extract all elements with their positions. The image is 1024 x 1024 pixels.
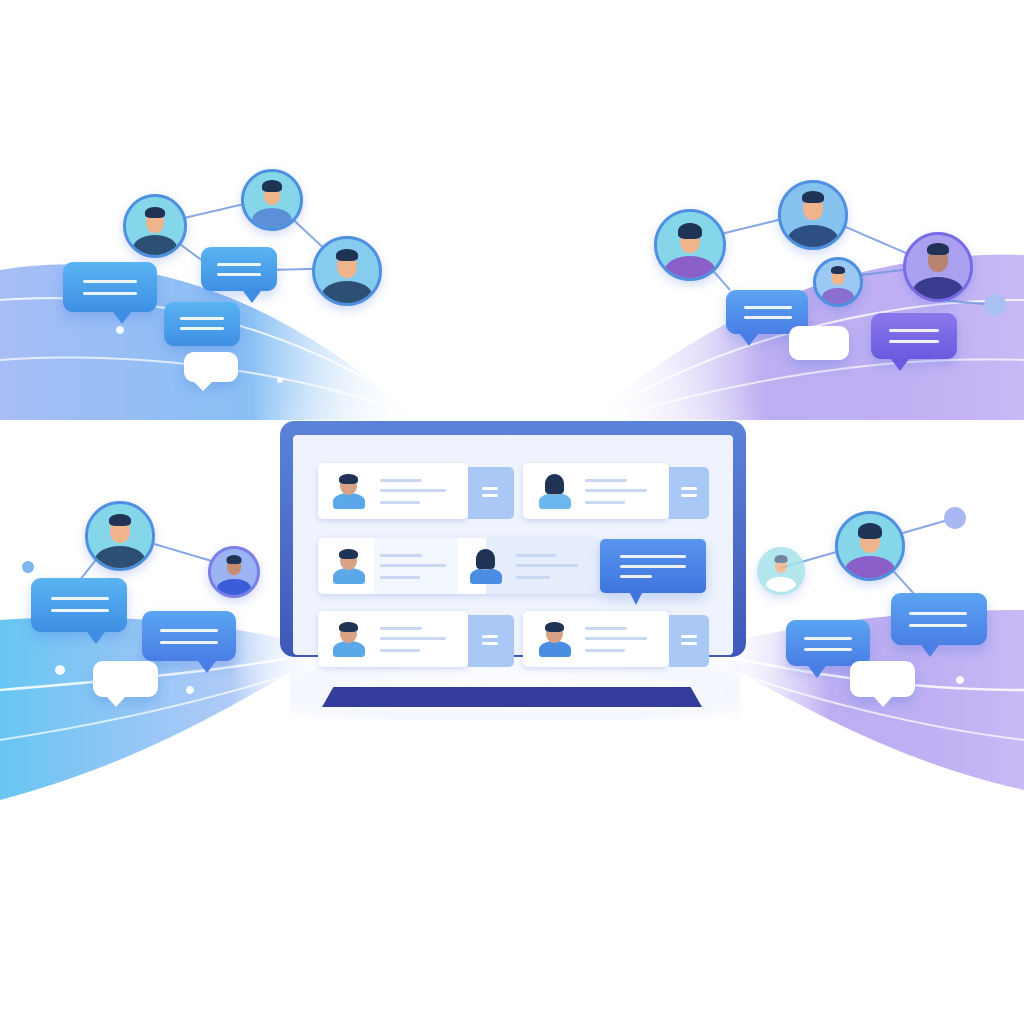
speech-bubble bbox=[31, 578, 127, 644]
message-action-button[interactable] bbox=[669, 467, 709, 519]
avatar-male bbox=[331, 621, 367, 657]
contact-card[interactable] bbox=[523, 611, 669, 667]
avatar-user[interactable] bbox=[208, 546, 260, 598]
speech-bubble bbox=[142, 611, 236, 673]
avatar-male bbox=[331, 548, 367, 584]
node-dot bbox=[944, 507, 966, 529]
avatar-user[interactable] bbox=[312, 236, 382, 306]
speech-bubble-empty bbox=[850, 661, 915, 707]
speech-bubble bbox=[786, 620, 870, 678]
avatar-male bbox=[331, 473, 367, 509]
message-action-button[interactable] bbox=[468, 615, 514, 667]
avatar-user[interactable] bbox=[835, 511, 905, 581]
contact-card[interactable] bbox=[523, 463, 669, 519]
avatar-female bbox=[468, 548, 504, 584]
speech-bubble-empty bbox=[93, 661, 158, 707]
contact-card[interactable] bbox=[318, 611, 468, 667]
contact-card[interactable] bbox=[318, 538, 598, 594]
speech-bubble bbox=[726, 290, 808, 346]
message-action-button[interactable] bbox=[468, 467, 514, 519]
speech-bubble bbox=[164, 302, 240, 346]
speech-bubble-empty bbox=[789, 326, 849, 360]
avatar-user[interactable] bbox=[903, 232, 973, 302]
monitor bbox=[280, 421, 746, 667]
avatar-user[interactable] bbox=[123, 194, 187, 258]
avatar-female bbox=[537, 473, 573, 509]
monitor-screen bbox=[293, 435, 733, 667]
speech-bubble bbox=[63, 262, 157, 324]
speech-bubble bbox=[871, 313, 957, 371]
speech-bubble bbox=[201, 247, 277, 303]
avatar-user[interactable] bbox=[654, 209, 726, 281]
node-dot bbox=[22, 561, 34, 573]
monitor-base bbox=[322, 687, 702, 707]
avatar-user[interactable] bbox=[85, 501, 155, 571]
speech-bubble bbox=[891, 593, 987, 657]
avatar-user[interactable] bbox=[778, 180, 848, 250]
speech-bubble-empty bbox=[184, 352, 238, 391]
node-dot bbox=[984, 294, 1006, 316]
avatar-male bbox=[537, 621, 573, 657]
message-action-button[interactable] bbox=[669, 615, 709, 667]
contact-card[interactable] bbox=[318, 463, 468, 519]
avatar-user[interactable] bbox=[813, 257, 863, 307]
avatar-user[interactable] bbox=[241, 169, 303, 231]
message-bubble-highlight[interactable] bbox=[600, 539, 706, 605]
avatar-user[interactable] bbox=[757, 547, 805, 595]
